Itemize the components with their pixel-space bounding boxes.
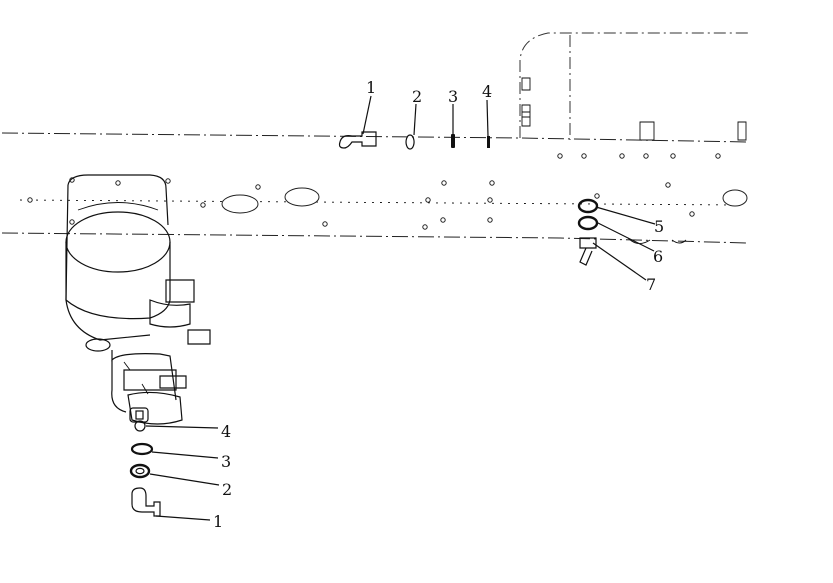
callout-top-4: 4 [482,82,492,101]
callout-bottom-2: 2 [222,480,232,499]
callout-bottom-4: 4 [221,422,231,441]
frame-rail [1,32,749,244]
callout-top-2: 2 [412,87,422,106]
callout-labels: 1 2 3 4 5 6 7 4 3 2 1 [213,78,664,531]
callout-right-6: 6 [653,247,663,266]
callout-right-5: 5 [654,217,664,236]
air-dryer-assembly [65,174,211,432]
right-parts [577,198,599,266]
leader-lines [145,95,656,521]
callout-top-1: 1 [366,78,376,97]
top-parts [338,131,490,150]
callout-bottom-3: 3 [221,452,231,471]
callout-top-3: 3 [448,87,458,106]
callout-bottom-1: 1 [213,512,223,531]
bottom-parts [129,442,161,517]
callout-right-7: 7 [646,275,656,294]
